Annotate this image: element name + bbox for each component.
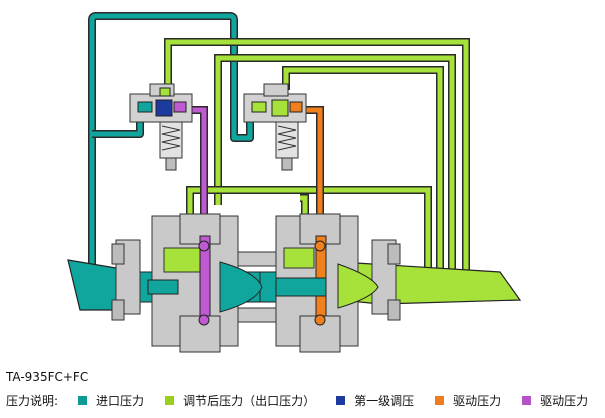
legend-swatch-drive-orange: [435, 395, 445, 405]
legend-swatch-inlet: [78, 395, 88, 405]
legend-item-drive-purple: 驱动压力: [522, 392, 588, 409]
legend-item-drive-orange: 驱动压力: [435, 392, 501, 409]
flanges: [111, 243, 401, 321]
drive-line-orange: [300, 106, 324, 250]
main-valve-left: [115, 213, 263, 353]
legend-label-drive-orange: 驱动压力: [453, 393, 502, 408]
pressure-regulator-diagram: [67, 12, 522, 353]
legend-label-inlet: 进口压力: [96, 393, 145, 408]
inlet-tubing: [88, 12, 254, 272]
legend-item-first-stage: 第一级调压: [336, 392, 414, 409]
center-spool: [237, 251, 277, 323]
outlet-tubing: [164, 38, 470, 272]
legend-label-drive-purple: 驱动压力: [540, 393, 589, 408]
pilot-valve-right: [243, 83, 307, 171]
model-label: TA-935FC+FC: [6, 370, 89, 384]
main-valve-right: [275, 213, 397, 353]
pilot-valve-left: [129, 83, 193, 171]
legend-swatch-first-stage: [336, 395, 346, 405]
legend-item-outlet: 调节后压力（出口压力）: [165, 392, 315, 409]
legend-swatch-drive-purple: [522, 395, 532, 405]
legend-swatch-outlet: [165, 395, 175, 405]
pressure-legend: 压力说明: 进口压力 调节后压力（出口压力） 第一级调压 驱动压力 驱动压力: [6, 392, 605, 408]
legend-label-first-stage: 第一级调压: [354, 393, 415, 408]
legend-item-inlet: 进口压力: [78, 392, 144, 409]
legend-label-outlet: 调节后压力（出口压力）: [183, 393, 316, 408]
legend-title: 压力说明:: [6, 393, 59, 408]
